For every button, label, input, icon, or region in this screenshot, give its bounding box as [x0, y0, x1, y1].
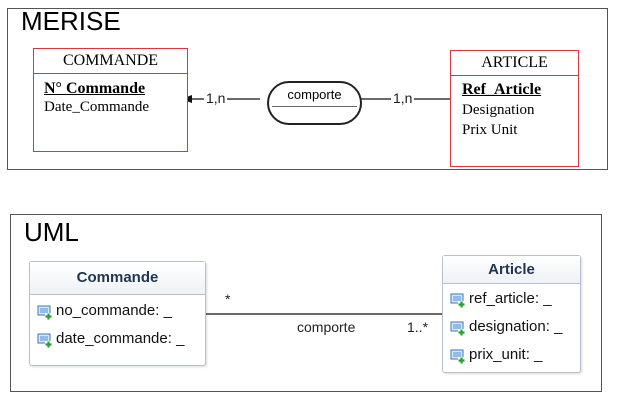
article-attribute: Designation	[462, 102, 535, 118]
commande-entity-name: COMMANDE	[34, 49, 187, 74]
class-attribute[interactable]: no_commande: _	[30, 297, 205, 325]
class-attribute[interactable]: date_commande: _	[30, 325, 205, 353]
article-class[interactable]: Article ref_article: _ designation	[442, 255, 581, 373]
cardinality-right: 1,n	[391, 90, 415, 106]
class-attribute[interactable]: ref_article: _	[443, 285, 580, 313]
commande-class-name: Commande	[30, 262, 205, 295]
class-attribute[interactable]: designation: _	[443, 313, 580, 341]
uml-links	[206, 313, 442, 315]
commande-entity[interactable]: COMMANDE N° Commande Date_Commande	[33, 48, 188, 152]
article-key: Ref_Article	[462, 81, 542, 98]
commande-key: N° Commande	[44, 80, 146, 97]
merise-title: MERISE	[21, 6, 121, 36]
cardinality-left: 1,n	[204, 90, 228, 106]
multiplicity-right: 1..*	[407, 319, 429, 335]
attribute-icon	[450, 321, 465, 336]
association-divider	[272, 106, 357, 107]
comporte-association[interactable]: comporte	[267, 81, 362, 125]
article-attribute: Prix Unit	[462, 122, 518, 138]
association-name: comporte	[287, 87, 342, 102]
article-entity-name: ARTICLE	[451, 51, 578, 76]
attribute-label: no_commande: _	[56, 302, 172, 319]
multiplicity-left: *	[225, 291, 231, 307]
attribute-label: ref_article: _	[469, 290, 552, 307]
uml-panel: UML * comporte 1..* Commande no_commande…	[10, 214, 602, 392]
attribute-label: date_commande: _	[56, 330, 185, 347]
class-attribute[interactable]: prix_unit: _	[443, 341, 580, 369]
attribute-label: designation: _	[469, 318, 563, 335]
commande-attribute: Date_Commande	[44, 99, 149, 115]
article-class-name: Article	[443, 256, 580, 284]
attribute-icon	[450, 349, 465, 364]
article-entity[interactable]: ARTICLE Ref_Article Designation Prix Uni…	[450, 50, 579, 167]
attribute-icon	[37, 333, 52, 348]
uml-association-name: comporte	[297, 319, 356, 335]
attribute-icon	[450, 293, 465, 308]
attribute-label: prix_unit: _	[469, 346, 543, 363]
uml-title: UML	[24, 217, 79, 247]
attribute-icon	[37, 305, 52, 320]
merise-panel: MERISE COMMANDE N° Commande Date_Command…	[7, 6, 608, 170]
commande-class[interactable]: Commande no_commande: _ date_comma	[29, 261, 206, 366]
